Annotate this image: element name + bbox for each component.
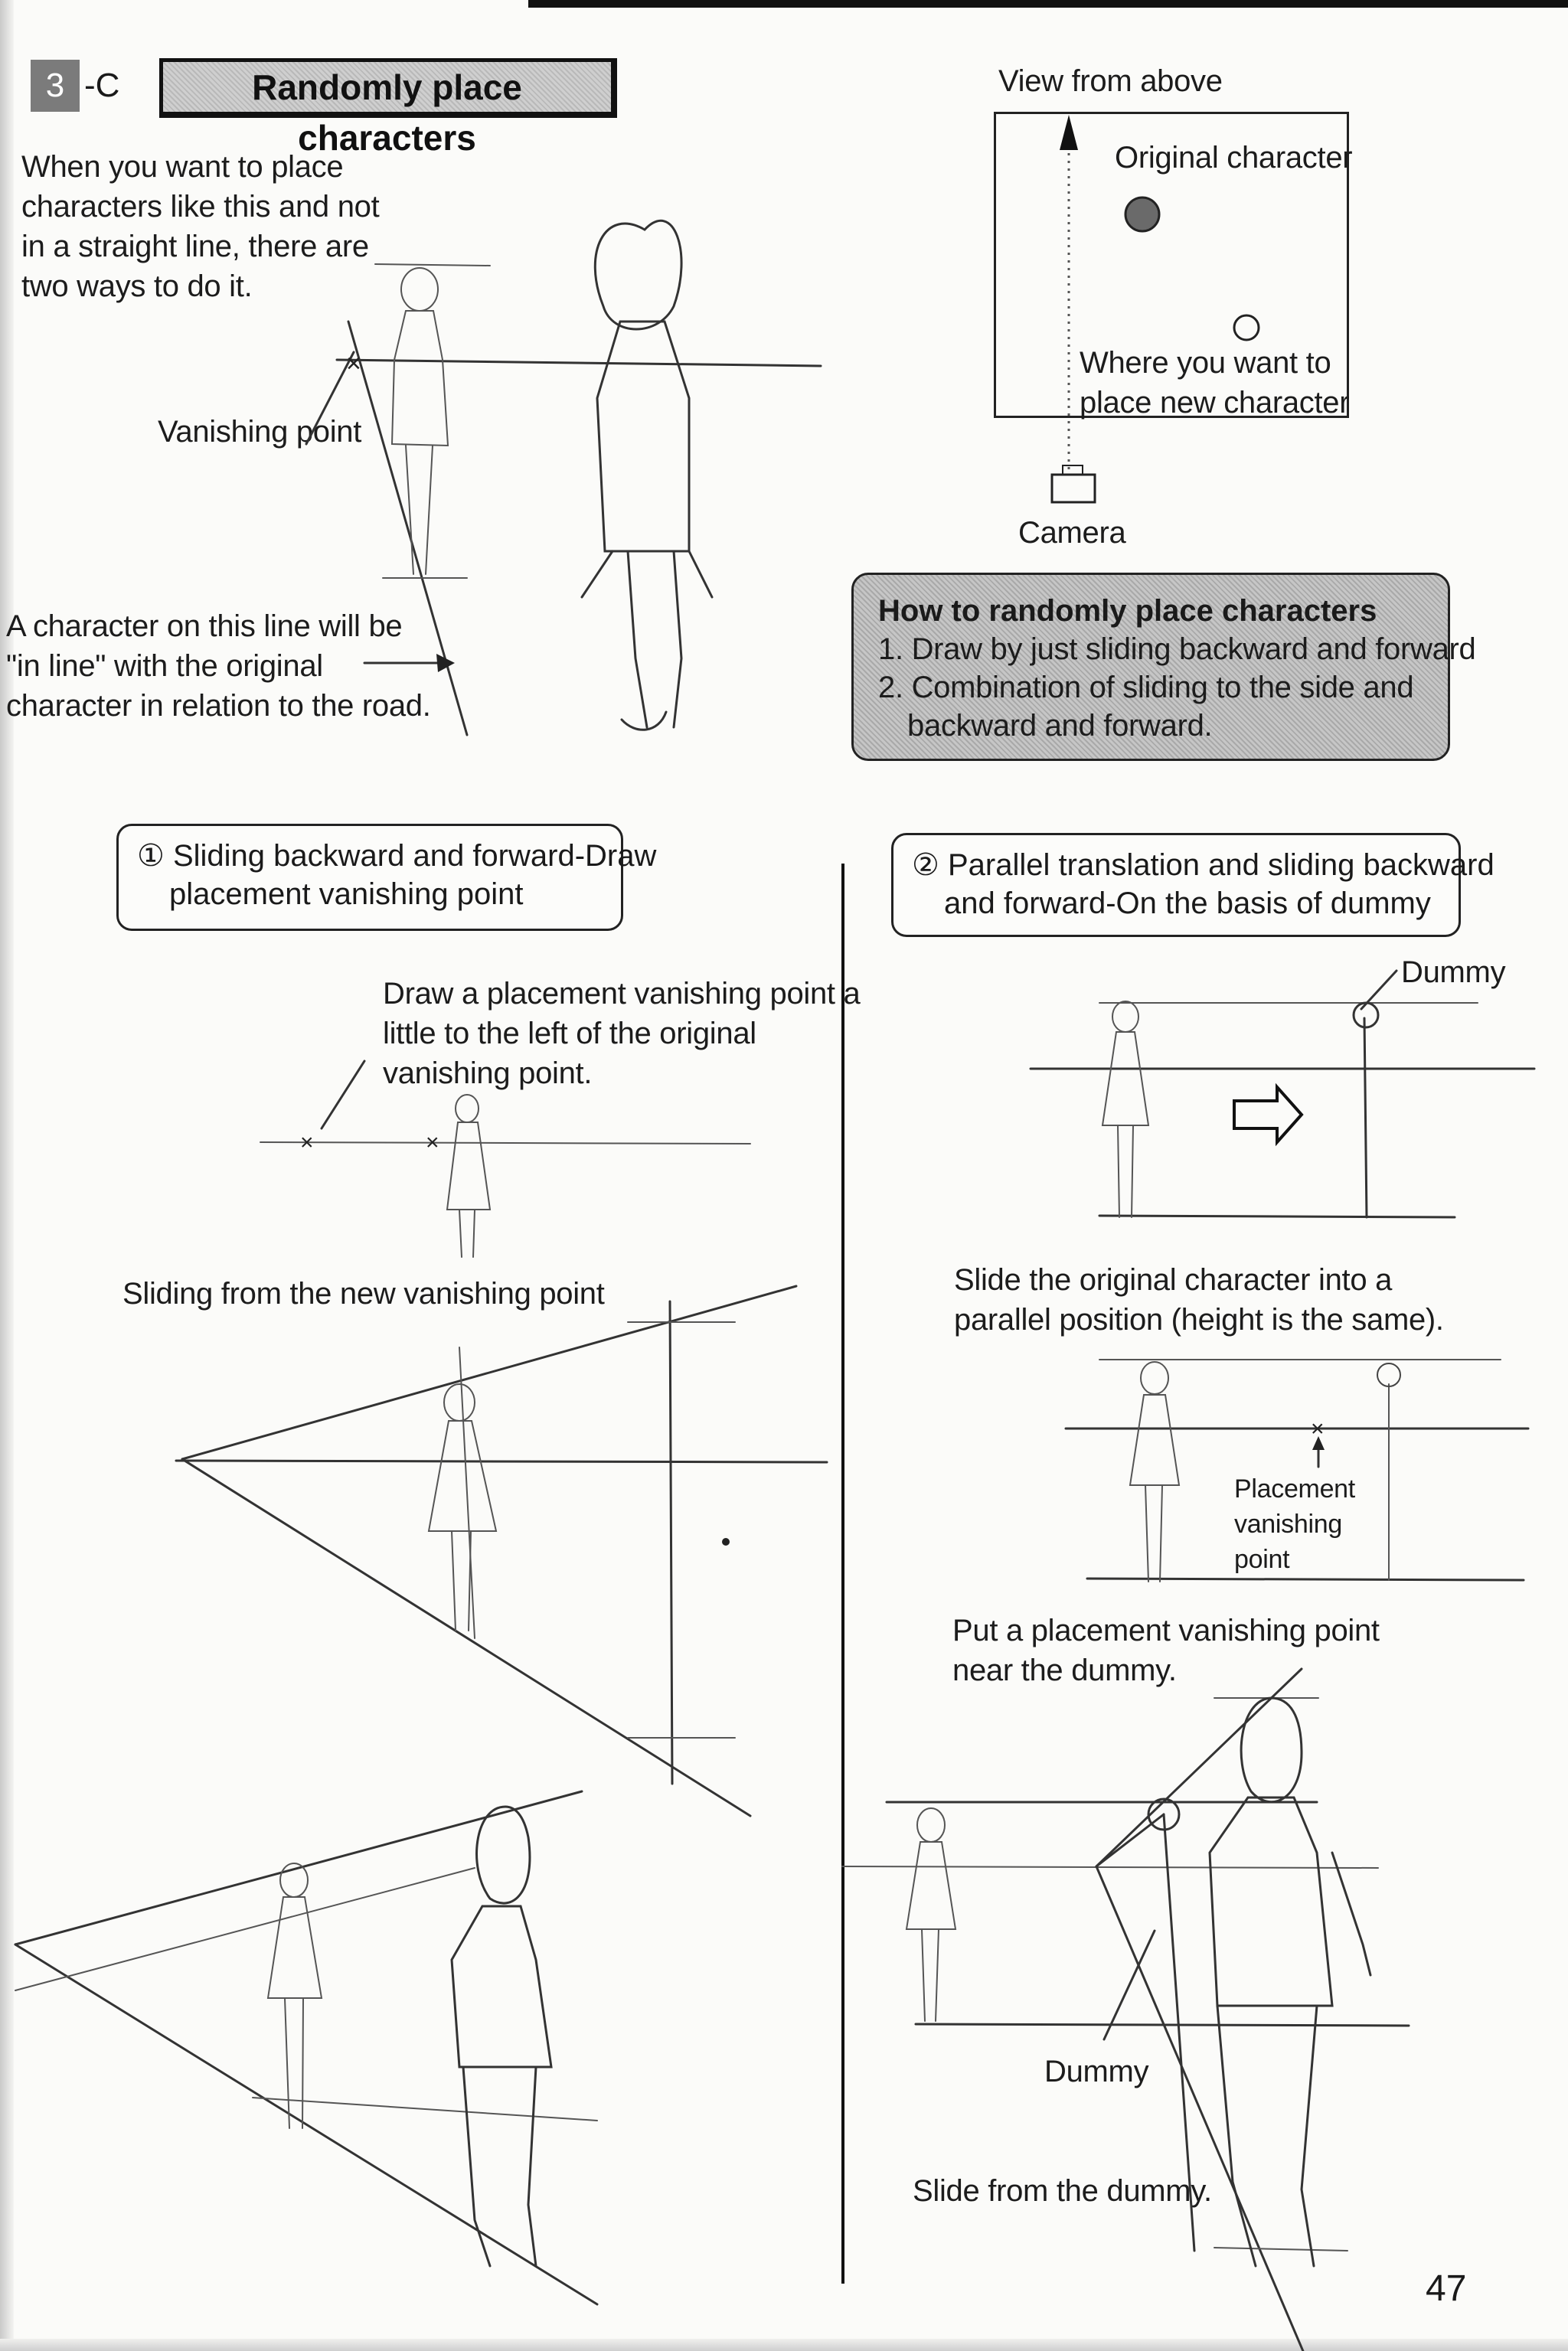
arrow-head [436,654,455,672]
how-to-step-2-cont: backward and forward. [907,709,1213,743]
method1-sliding-sketch [175,1285,828,1817]
intro-text: When you want to place characters like t… [21,150,380,303]
vp-pointer [305,351,355,446]
dummy-head [1352,1001,1380,1029]
section-letter: -C [84,67,120,104]
dummy-label-2: Dummy [1044,2055,1149,2088]
method1-bottom-sketch [14,1790,599,2306]
method1-note: Draw a placement vanishing point a littl… [383,977,861,1090]
view-from-above-title: View from above [998,64,1223,98]
svg-text:×: × [1311,1416,1325,1442]
sightline-arrow [1060,115,1078,150]
how-to-step-2: 2. Combination of sliding to the side an… [878,671,1414,704]
method2-bottom-sketch [841,1667,1410,2351]
horizon-line-2 [260,1141,751,1144]
svg-text:×: × [346,349,361,378]
in-line-note: A character on this line will be "in lin… [6,609,431,723]
slide-note: Slide the original character into a para… [954,1263,1444,1337]
method2-heading: ② Parallel translation and sliding backw… [891,833,1494,937]
near-character [580,219,714,731]
slide-arrow-icon [1233,1082,1304,1147]
put-note: Put a placement vanishing point near the… [952,1614,1380,1687]
method2-top-sketch [1029,969,1536,1219]
dummy-pointer [1102,1929,1156,2041]
far-character [390,267,449,575]
view-from-above-drawing [1050,115,1260,504]
road-line [347,320,469,736]
page-bottom-edge [0,2339,1568,2351]
section-title: Randomly place characters [159,58,617,158]
camera-icon [1050,473,1096,504]
method2-middle-sketch: × [1064,1359,1530,1582]
how-to-title: How to randomly place characters [878,594,1377,628]
how-to-box: How to randomly place characters 1. Draw… [851,573,1476,761]
method1-heading: ① Sliding backward and forward-Draw plac… [116,824,656,931]
view-from-above-diagram [994,112,1349,418]
how-to-step-1: 1. Draw by just sliding backward and for… [878,632,1476,666]
page-number: 47 [1426,2268,1467,2309]
original-character-label: Original character [1115,141,1353,175]
vanishing-point-label: Vanishing point [158,415,362,449]
camera-label: Camera [1018,516,1126,550]
new-character-label: Where you want to place new character [1080,346,1350,420]
new-character-dot [1233,314,1260,341]
top-left-perspective-sketch: × [305,219,822,736]
dummy-label: Dummy [1401,955,1506,989]
dummy-head-2 [1147,1798,1181,1831]
slide-from-label: Slide from the dummy. [913,2174,1212,2208]
placement-vp-pointer [320,1060,366,1130]
original-character-dot [1124,196,1161,233]
svg-text:×: × [300,1130,314,1155]
placement-vp-label: Placement vanishing point [1234,1474,1355,1574]
svg-text:×: × [426,1130,439,1155]
top-rule [528,0,1568,8]
method1-small-sketch: × × [260,1060,751,1258]
section-number-badge: 3 [31,60,80,112]
sliding-label: Sliding from the new vanishing point [122,1277,605,1311]
column-divider [841,864,844,2284]
page-gutter-shadow [0,0,14,2351]
horizon-line [335,358,822,367]
